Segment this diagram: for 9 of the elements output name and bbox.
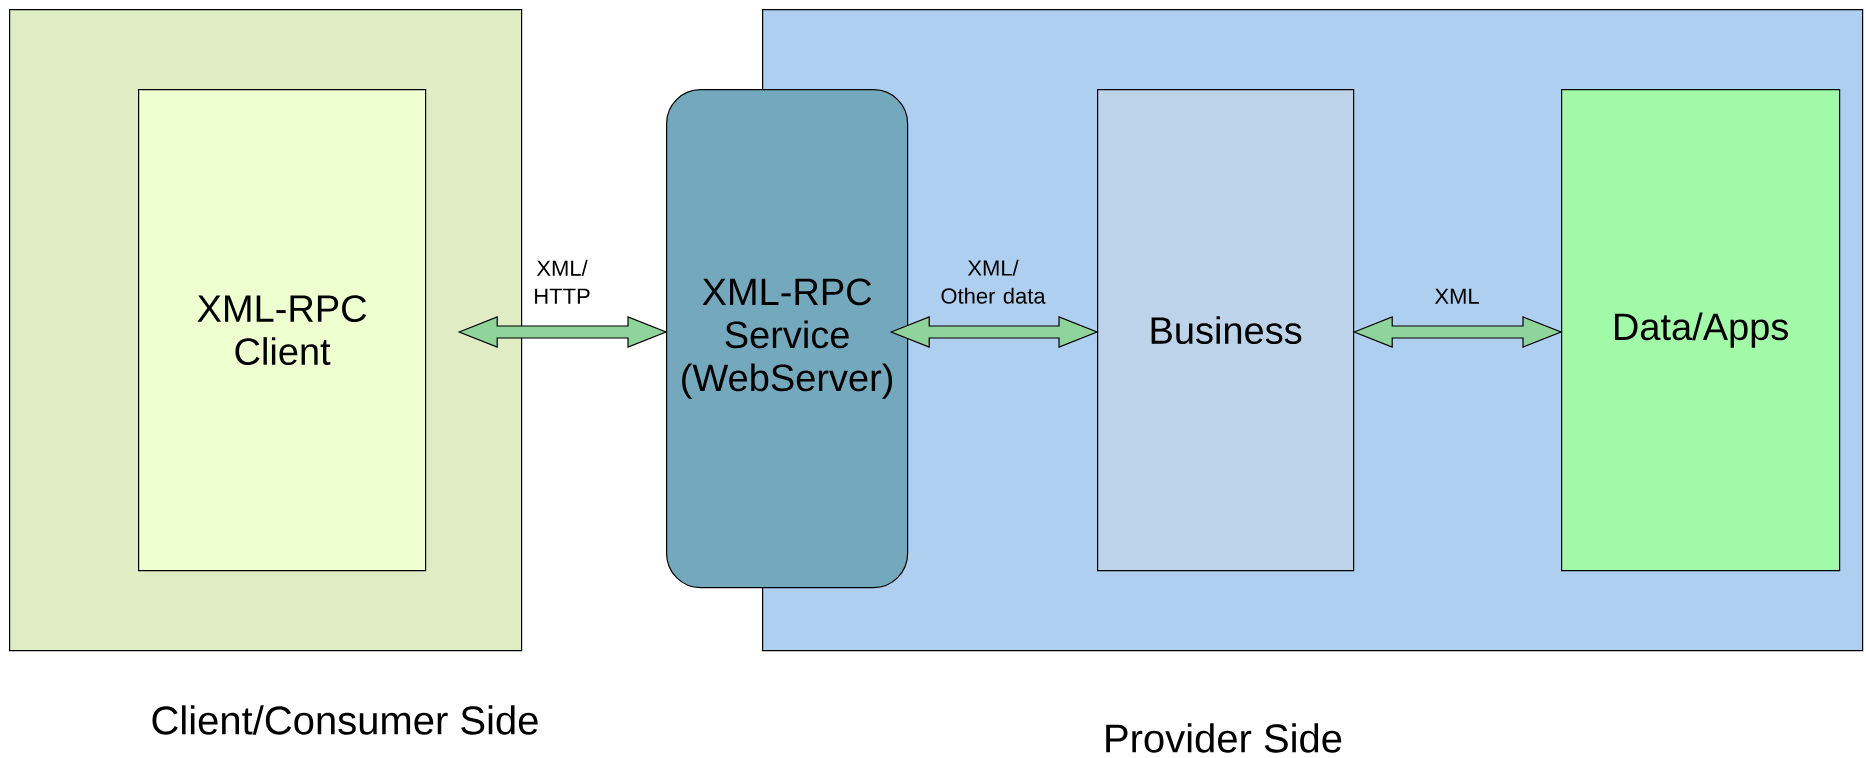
component-box: Business	[1097, 89, 1355, 572]
panel-heading: Provider Side	[1106, 723, 1342, 753]
edge-label: XML	[1434, 288, 1479, 304]
component-box: XML-RPC Client	[138, 89, 427, 572]
service-box: XML-RPC Service (WebServer)	[666, 89, 909, 589]
edge-label: XML/ HTTP	[535, 259, 590, 304]
edge-label: XML/ Other data	[941, 259, 1046, 304]
panel-heading: Client/Consumer Side	[152, 705, 538, 735]
component-box: Data/Apps	[1561, 89, 1841, 572]
